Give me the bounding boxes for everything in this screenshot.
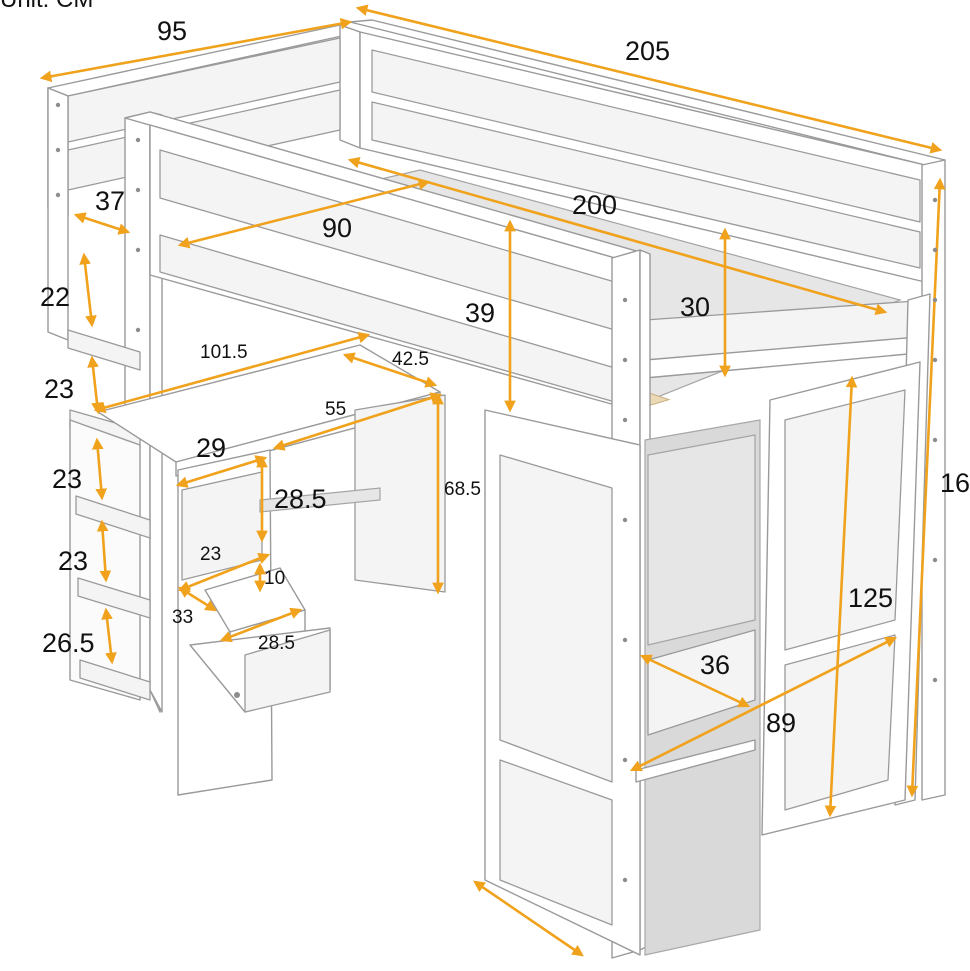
guardrail-height-label: 30 xyxy=(680,292,711,322)
step-3-arrow xyxy=(91,437,108,501)
ladder-width-label: 37 xyxy=(95,186,126,216)
mattress-width-label: 90 xyxy=(322,213,353,243)
desk-height-label: 68.5 xyxy=(444,479,481,500)
overall-width-label: 95 xyxy=(157,16,188,46)
drawer-front-label: 28.5 xyxy=(258,633,295,654)
wardrobe-base-arrow xyxy=(473,880,584,957)
step-2-arrow xyxy=(87,355,103,415)
screw-dot xyxy=(55,192,61,198)
drawer-width-arrow xyxy=(177,553,271,592)
wardrobe-depth-label: 36 xyxy=(700,650,731,680)
unit-caption: Unit: CM xyxy=(0,0,93,12)
step-bottom-arrow xyxy=(101,607,117,665)
screw-dot xyxy=(932,247,938,253)
drawer-height-label: 10 xyxy=(264,568,286,589)
screw-dot xyxy=(622,297,628,303)
overall-height-label: 16 xyxy=(940,468,970,498)
cubby-width-arrow xyxy=(175,455,268,488)
screw-dot xyxy=(55,147,61,153)
screw-dot xyxy=(932,557,938,563)
desk-length-label: 101.5 xyxy=(200,342,248,363)
dimension-arrows xyxy=(39,4,946,957)
screw-dot xyxy=(622,357,628,363)
screw-dot xyxy=(932,357,938,363)
mattress-length-arrow xyxy=(347,156,888,316)
screw-dot xyxy=(932,297,938,303)
overall-length-label: 205 xyxy=(625,36,671,66)
step-4-arrow xyxy=(96,519,112,583)
desk-span-label: 55 xyxy=(325,399,347,420)
screw-dot xyxy=(135,327,141,333)
desk-depth-arrow xyxy=(342,352,438,388)
screw-dot xyxy=(932,437,938,443)
drawer-depth-label: 33 xyxy=(172,607,194,628)
cubby-height-label: 28.5 xyxy=(274,484,327,514)
screw-dot xyxy=(622,637,628,643)
step-bottom-label: 26.5 xyxy=(42,628,95,658)
drawer-width-label: 23 xyxy=(200,544,222,565)
screw-dot xyxy=(622,877,628,883)
drawer-front-arrow xyxy=(219,607,303,643)
screw-dot xyxy=(135,137,141,143)
screw-dot xyxy=(622,757,628,763)
overall-width-arrow xyxy=(39,17,353,83)
wardrobe-height-label: 125 xyxy=(848,583,894,613)
step-3-label: 23 xyxy=(52,464,83,494)
wardrobe-width-label: 89 xyxy=(766,708,797,738)
step-1-label: 22 xyxy=(40,282,71,312)
ladder-width-arrow xyxy=(73,212,131,235)
desk-span-arrow xyxy=(272,392,443,451)
cubby-width-label: 29 xyxy=(196,433,227,463)
desk-length-arrow xyxy=(93,331,371,414)
desk-depth-label: 42.5 xyxy=(392,349,429,370)
screw-dot xyxy=(932,197,938,203)
overall-height-arrow xyxy=(906,177,946,798)
underbed-clearance-label: 39 xyxy=(465,298,496,328)
drawer-depth-arrow xyxy=(178,586,217,612)
step-1-arrow xyxy=(79,252,97,328)
screw-dot xyxy=(55,102,61,108)
overall-length-arrow xyxy=(355,4,943,154)
screw-dot xyxy=(135,247,141,253)
step-2-label: 23 xyxy=(44,374,75,404)
screw-dot xyxy=(622,417,628,423)
step-4-label: 23 xyxy=(58,546,89,576)
mattress-length-label: 200 xyxy=(572,190,618,220)
screw-dot xyxy=(135,187,141,193)
wardrobe-height-arrow xyxy=(824,375,858,818)
screw-dot xyxy=(932,677,938,683)
screw-dot xyxy=(622,517,628,523)
